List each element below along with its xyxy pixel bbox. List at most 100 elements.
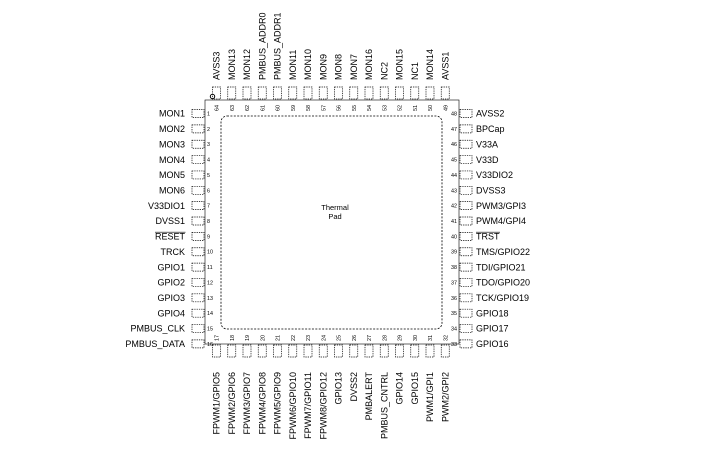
pin-5-box — [191, 170, 205, 180]
pin-46-label: V33A — [476, 139, 498, 149]
pin-62-label: MON12 — [242, 49, 252, 80]
pin-20-box — [257, 344, 267, 358]
pin-11-label: GPIO1 — [157, 262, 185, 272]
pin-44-box — [459, 170, 473, 180]
pin-6-box — [191, 185, 205, 195]
pin-5-label: MON5 — [159, 170, 185, 180]
pin-37-number: 37 — [451, 280, 457, 286]
pin-41-number: 41 — [451, 219, 457, 225]
pin-3-label: MON3 — [159, 139, 185, 149]
pin-63-label: MON13 — [227, 49, 237, 80]
pin-13-box — [191, 293, 205, 303]
pin-28-box — [379, 344, 389, 358]
pin-50-box — [425, 86, 435, 100]
pin-17-box — [212, 344, 221, 358]
pin-48-box — [459, 109, 473, 118]
pin-44-number: 44 — [451, 173, 457, 179]
pin-54-label: MON16 — [364, 49, 374, 80]
pin-53-label: NC2 — [379, 62, 389, 80]
pin-8-number: 8 — [207, 219, 210, 225]
pin-18-label: FPWM2/GPIO6 — [227, 372, 237, 435]
pin-53-number: 53 — [382, 105, 388, 111]
pin-42-number: 42 — [451, 204, 457, 210]
pin-59-label: MON11 — [288, 50, 298, 80]
pin-61-box — [257, 86, 267, 100]
pin-12-number: 12 — [207, 280, 213, 286]
pin-39-label: TMS/GPIO22 — [476, 247, 530, 257]
pin-58-label: MON10 — [303, 49, 313, 80]
pin-55-number: 55 — [352, 105, 358, 111]
pin-64-number: 64 — [215, 105, 221, 111]
pin-60-label: PMBUS_ADDR1 — [273, 12, 283, 80]
pin-36-box — [459, 293, 473, 303]
pin-47-box — [459, 124, 473, 134]
pin-62-number: 62 — [245, 105, 251, 111]
pin-32-number: 32 — [443, 335, 449, 341]
pin-21-label: FPWM5/GPIO9 — [273, 372, 283, 435]
pin-29-number: 29 — [398, 335, 404, 341]
pin-60-number: 60 — [276, 105, 282, 111]
pin-27-box — [364, 344, 374, 358]
pin-56-label: MON8 — [334, 54, 344, 80]
pin-26-box — [349, 344, 359, 358]
pin-28-number: 28 — [382, 335, 388, 341]
pin-10-label: TRCK — [161, 247, 186, 257]
pin-37-box — [459, 278, 473, 287]
pin-52-number: 52 — [398, 105, 404, 111]
pin-51-label: NC1 — [410, 62, 420, 80]
pin-12-box — [191, 278, 205, 287]
pin-44-label: V33DIO2 — [476, 170, 513, 180]
pin-3-number: 3 — [207, 142, 210, 148]
pin-57-box — [318, 86, 328, 100]
pin-9-label: RESET — [155, 232, 186, 242]
pin-1-label: MON1 — [159, 109, 185, 119]
pin-37-label: TDO/GPIO20 — [476, 278, 530, 288]
pin-48-label: AVSS2 — [476, 109, 504, 119]
pin-26-label: DVSS2 — [349, 372, 359, 402]
pin-17-number: 17 — [215, 335, 221, 341]
pin-4-label: MON4 — [159, 155, 185, 165]
pin-2-number: 2 — [207, 127, 210, 133]
pin-36-label: TCK/GPIO19 — [476, 293, 529, 303]
pin-10-box — [191, 247, 205, 257]
pin-49-box — [440, 86, 450, 100]
pin-36-number: 36 — [451, 296, 457, 302]
pin-34-box — [459, 324, 473, 333]
pin-18-number: 18 — [230, 335, 236, 341]
pin-61-label: PMBUS_ADDR0 — [257, 12, 267, 80]
pin-33-number: 33 — [451, 342, 457, 348]
pin-60-box — [273, 86, 282, 100]
pin-42-box — [459, 201, 473, 211]
pin-20-number: 20 — [260, 335, 266, 341]
pin-63-box — [227, 86, 237, 100]
pin-31-box — [425, 344, 435, 358]
chip-body — [204, 99, 460, 345]
pin-2-label: MON2 — [159, 124, 185, 134]
pin-50-number: 50 — [428, 105, 434, 111]
pin-18-box — [227, 344, 237, 358]
pin-63-number: 63 — [230, 105, 236, 111]
pin-39-box — [459, 247, 473, 257]
pin-57-label: MON9 — [318, 54, 328, 80]
pin-55-label: MON7 — [349, 54, 359, 80]
pin-64-label: AVSS3 — [212, 52, 222, 80]
pin-25-box — [334, 344, 343, 358]
pin-38-number: 38 — [451, 265, 457, 271]
pin-16-number: 16 — [207, 342, 213, 348]
pin-22-number: 22 — [291, 335, 297, 341]
pin-40-number: 40 — [451, 234, 457, 240]
pin-4-box — [191, 155, 205, 164]
pin-16-box — [191, 339, 205, 349]
pin-31-number: 31 — [428, 335, 434, 341]
pin-45-number: 45 — [451, 158, 457, 164]
pin-62-box — [242, 86, 252, 100]
pin-43-label: DVSS3 — [476, 186, 506, 196]
pin-35-number: 35 — [451, 311, 457, 317]
pin-47-number: 47 — [451, 127, 457, 133]
pin-17-label: FPWM1/GPIO5 — [212, 372, 222, 435]
pin-49-label: AVSS1 — [440, 52, 450, 80]
pin-24-label: FPWM8/GPIO12 — [318, 372, 328, 440]
pin-46-box — [459, 139, 473, 149]
pin-30-number: 30 — [413, 335, 419, 341]
